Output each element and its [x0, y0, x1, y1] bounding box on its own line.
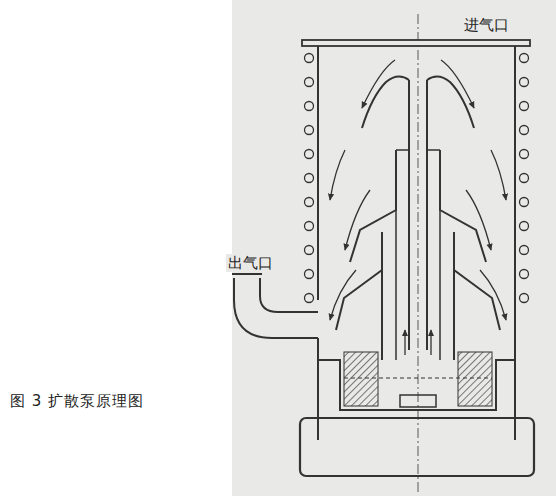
coil-turn: [520, 270, 529, 279]
coil-turn: [520, 222, 529, 231]
coil-turn: [305, 54, 314, 63]
pump-body: [232, 14, 534, 492]
coil-turn: [305, 102, 314, 111]
vapor-flow-arrows: [330, 60, 506, 355]
coil-turn: [305, 198, 314, 207]
coil-turn: [305, 222, 314, 231]
coil-turn: [520, 78, 529, 87]
coil-turn: [305, 294, 314, 303]
coil-turn: [520, 174, 529, 183]
coil-turn: [520, 198, 529, 207]
coil-turn: [520, 150, 529, 159]
coil-turn: [520, 102, 529, 111]
boiler-baffles: [344, 352, 492, 406]
coil-turn: [305, 174, 314, 183]
photo-ground: [232, 0, 556, 496]
coil-turn: [305, 150, 314, 159]
coil-turn: [520, 294, 529, 303]
coil-turn: [305, 246, 314, 255]
outlet-label: 出气口: [226, 254, 275, 272]
inlet-label: 进气口: [462, 16, 511, 34]
coil-turn: [520, 126, 529, 135]
coil-turn: [305, 126, 314, 135]
figure-caption: 图 3 扩散泵原理图: [10, 392, 144, 410]
coil-turn: [520, 54, 529, 63]
coil-turn: [520, 246, 529, 255]
coil-turn: [305, 78, 314, 87]
coil-turn: [305, 270, 314, 279]
cooling-coils: [305, 54, 529, 303]
